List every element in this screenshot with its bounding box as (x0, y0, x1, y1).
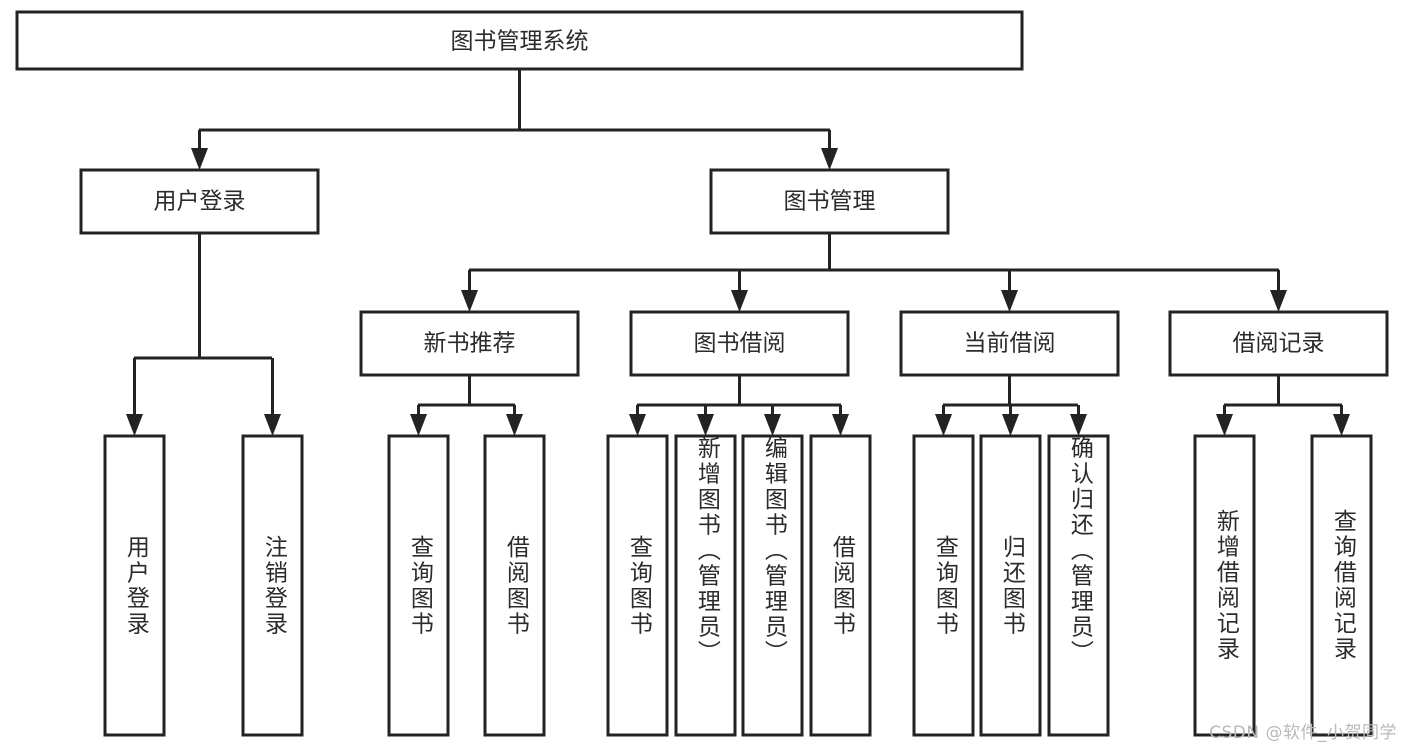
node-root[interactable]: 图书管理系统 (15, 10, 1024, 71)
node-current-borrow-label: 当前借阅 (964, 331, 1056, 357)
node-borrow-record[interactable]: 借阅记录 (1168, 310, 1389, 377)
leaf-rect-borrow-record-0[interactable] (1193, 434, 1256, 737)
arrow-to-current-borrow (1001, 290, 1018, 312)
leaf-rect-book-borrow-3[interactable] (809, 434, 872, 737)
arrow-bb-leaf3 (832, 414, 849, 436)
edges-new-book-to-leaves (410, 375, 523, 436)
edges-user-login-to-leaves (126, 233, 281, 436)
leaf-rect-current-borrow-0[interactable] (912, 434, 975, 737)
arrow-ul-leaf1 (264, 414, 281, 436)
arrow-to-user-login (191, 148, 208, 170)
leaf-rect-user-login-0[interactable] (103, 434, 166, 737)
leaf-rect-book-borrow-0[interactable] (606, 434, 669, 737)
arrow-ul-leaf0 (126, 414, 143, 436)
node-new-book-recommend-label: 新书推荐 (424, 331, 516, 357)
edges-borrow-record-to-leaves (1216, 375, 1350, 436)
node-user-login-label: 用户登录 (154, 189, 246, 215)
arrow-bb-leaf0 (629, 414, 646, 436)
node-book-manage[interactable]: 图书管理 (709, 168, 950, 235)
arrow-cb-leaf1 (1002, 414, 1019, 436)
arrow-cb-leaf2 (1070, 414, 1087, 436)
arrow-nb-leaf0 (410, 414, 427, 436)
node-borrow-record-rect[interactable] (1168, 310, 1389, 377)
node-book-manage-label: 图书管理 (784, 189, 876, 215)
arrow-to-borrow-record (1270, 290, 1287, 312)
node-book-manage-rect[interactable] (709, 168, 950, 235)
node-current-borrow-rect[interactable] (899, 310, 1120, 377)
node-new-book-recommend-rect[interactable] (359, 310, 580, 377)
arrow-to-new-book (461, 290, 478, 312)
edges-current-borrow-to-leaves (935, 375, 1087, 436)
leaf-rect-current-borrow-1[interactable] (979, 434, 1042, 737)
leaf-rect-book-borrow-1[interactable] (674, 434, 737, 737)
leaf-rect-book-borrow-2[interactable] (741, 434, 804, 737)
node-new-book-recommend[interactable]: 新书推荐 (359, 310, 580, 377)
arrow-br-leaf1 (1333, 414, 1350, 436)
leaf-rect-borrow-record-1[interactable] (1310, 434, 1373, 737)
edges-book-borrow-to-leaves (629, 375, 849, 436)
node-borrow-record-label: 借阅记录 (1233, 331, 1325, 357)
node-user-login-rect[interactable] (79, 168, 320, 235)
arrow-cb-leaf0 (935, 414, 952, 436)
edges-root-to-level2 (191, 69, 838, 170)
leaf-rect-current-borrow-2[interactable] (1047, 434, 1110, 737)
csdn-watermark: CSDN @软件_小贺同学 (1209, 723, 1397, 743)
leaf-rect-user-login-1[interactable] (241, 434, 304, 737)
leaf-rect-new-book-0[interactable] (387, 434, 450, 737)
node-book-borrow[interactable]: 图书借阅 (629, 310, 850, 377)
node-book-borrow-rect[interactable] (629, 310, 850, 377)
node-book-borrow-label: 图书借阅 (694, 331, 786, 357)
node-root-rect[interactable] (15, 10, 1024, 71)
arrow-bb-leaf1 (697, 414, 714, 436)
node-root-label: 图书管理系统 (451, 29, 589, 55)
node-user-login[interactable]: 用户登录 (79, 168, 320, 235)
arrow-to-book-borrow (731, 290, 748, 312)
edges-book-manage-to-level3 (461, 233, 1287, 312)
arrow-nb-leaf1 (506, 414, 523, 436)
arrow-to-book-manage (821, 148, 838, 170)
node-current-borrow[interactable]: 当前借阅 (899, 310, 1120, 377)
leaf-rect-new-book-1[interactable] (483, 434, 546, 737)
arrow-bb-leaf2 (764, 414, 781, 436)
arrow-br-leaf0 (1216, 414, 1233, 436)
